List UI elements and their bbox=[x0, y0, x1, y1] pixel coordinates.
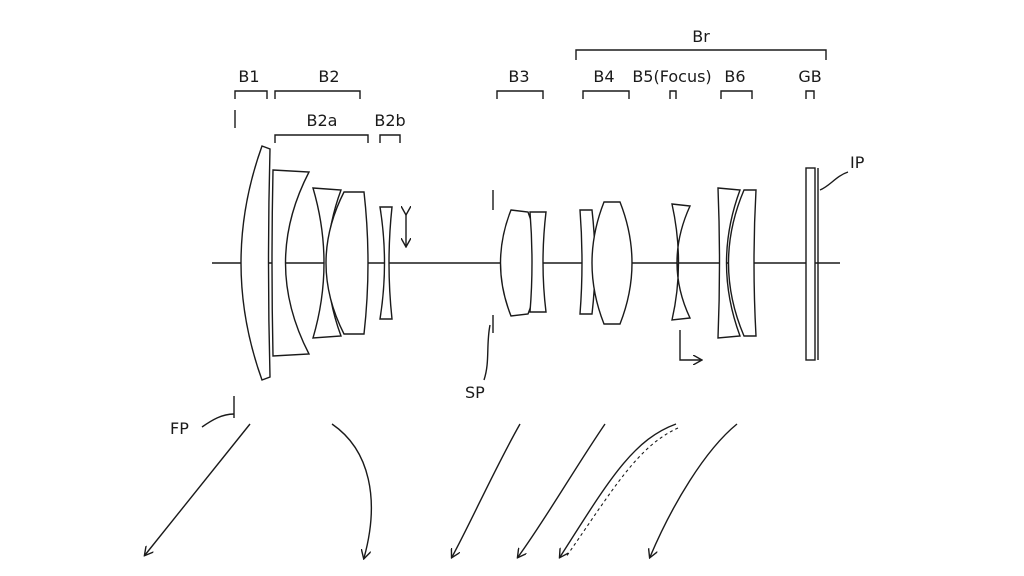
label-b2b: B2b bbox=[374, 111, 405, 130]
label-fp: FP bbox=[170, 419, 189, 438]
glass-block bbox=[805, 167, 816, 361]
label-b2: B2 bbox=[318, 67, 339, 86]
bracket-b2a bbox=[274, 134, 369, 143]
label-b2a: B2a bbox=[307, 111, 338, 130]
sp-leader bbox=[483, 324, 491, 381]
label-b3: B3 bbox=[508, 67, 529, 86]
lens-b2a-1 bbox=[271, 169, 311, 357]
bracket-br bbox=[575, 49, 827, 60]
label-br: Br bbox=[692, 27, 710, 46]
lens-b6-1 bbox=[717, 187, 741, 339]
trajectory-b5-dashed bbox=[565, 427, 679, 558]
lens-b5 bbox=[671, 203, 692, 321]
focus-arrow bbox=[679, 330, 701, 360]
trajectory-b1 bbox=[145, 423, 251, 555]
bracket-b5 bbox=[669, 90, 677, 99]
bracket-b4 bbox=[582, 90, 630, 99]
trajectory-b5 bbox=[560, 423, 677, 557]
lens-b2a-3 bbox=[325, 191, 369, 335]
lens-b3-2 bbox=[529, 211, 547, 313]
label-sp: SP bbox=[465, 383, 485, 402]
label-ip: IP bbox=[850, 153, 865, 172]
bracket-gb bbox=[805, 90, 815, 99]
bracket-b6 bbox=[720, 90, 753, 99]
trajectory-b6 bbox=[650, 423, 738, 557]
trajectory-b3 bbox=[452, 423, 521, 557]
lens-b2b bbox=[379, 206, 393, 320]
bracket-b2b bbox=[379, 134, 401, 143]
trajectory-b2 bbox=[331, 423, 373, 558]
label-b6: B6 bbox=[724, 67, 745, 86]
bracket-b1 bbox=[234, 90, 268, 99]
lens-b4-2 bbox=[591, 201, 633, 325]
label-b5: B5(Focus) bbox=[632, 67, 711, 86]
fp-leader bbox=[201, 413, 235, 428]
label-b4: B4 bbox=[593, 67, 614, 86]
label-b1: B1 bbox=[238, 67, 259, 86]
trajectory-b4 bbox=[518, 423, 606, 557]
lens-b6-2 bbox=[727, 189, 757, 337]
label-gb: GB bbox=[798, 67, 821, 86]
lens-b1 bbox=[240, 145, 271, 381]
ip-leader bbox=[819, 171, 849, 191]
bracket-b3 bbox=[496, 90, 544, 99]
bracket-b2 bbox=[274, 90, 361, 99]
